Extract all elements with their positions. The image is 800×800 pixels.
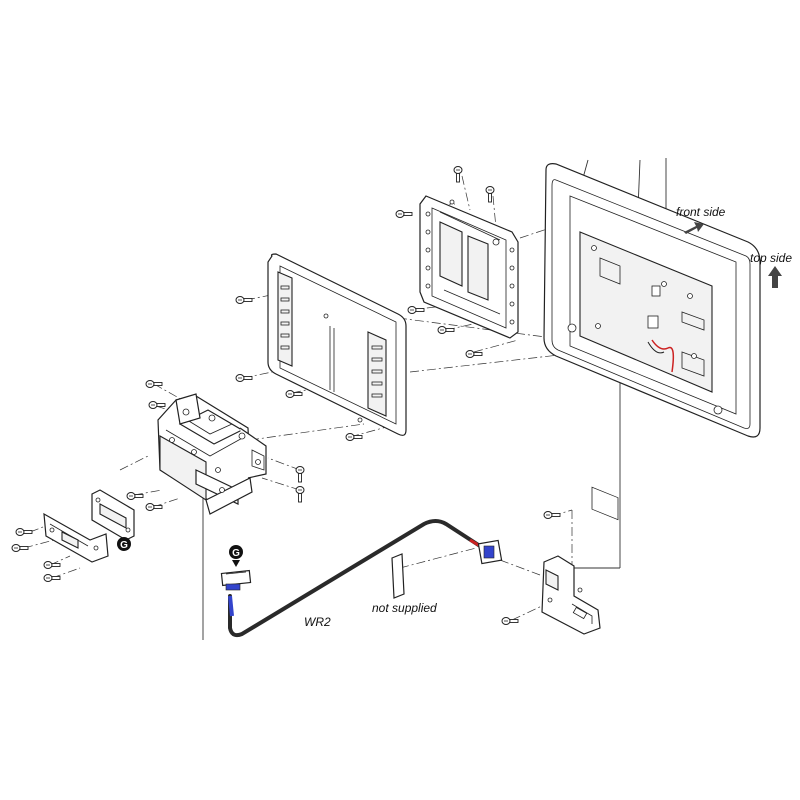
not-supplied-label: not supplied (372, 601, 437, 615)
screw-icon (148, 401, 166, 409)
frame-slots (280, 285, 383, 398)
front-side-label: front side (676, 205, 726, 219)
screw-icon (145, 380, 163, 388)
front-side-arrow-icon (684, 222, 704, 234)
assembly-lines (23, 175, 621, 621)
screw-icon (407, 306, 425, 314)
g-marker-bracket-letter: G (120, 540, 128, 551)
pcb-bracket (541, 555, 601, 635)
screw-icon (235, 374, 253, 382)
cable-connector-right (477, 539, 503, 565)
screw-icon (285, 390, 303, 398)
cable-connector-left (220, 569, 252, 591)
screw-icon (501, 617, 519, 625)
screw-icon (295, 466, 305, 483)
bracket-holes (425, 199, 515, 325)
not-supplied-part (391, 553, 405, 599)
screw-icon (465, 350, 483, 358)
top-side-arrow-icon (768, 266, 782, 288)
screw-icon (145, 503, 163, 511)
screw-icon (437, 326, 455, 334)
g-marker-cable-letter: G (232, 548, 240, 559)
screw-icon (453, 166, 463, 183)
screw-icon (43, 574, 61, 582)
plate-bracket (43, 512, 109, 563)
wr2-cable (220, 519, 503, 638)
screws (11, 166, 561, 625)
top-side-label: top side (750, 251, 792, 265)
screw-icon (395, 210, 413, 218)
screw-icon (345, 433, 363, 441)
mount-bracket (419, 195, 519, 339)
wr2-cable-label: WR2 (304, 615, 331, 629)
main-chassis (157, 393, 267, 515)
screw-icon (543, 511, 561, 519)
g-marker-bracket: G (117, 537, 131, 551)
screw-icon (15, 528, 33, 536)
g-marker-cable: G (229, 545, 243, 567)
lcd-panel (543, 163, 761, 521)
screw-icon (485, 186, 495, 203)
screw-icon (11, 544, 29, 552)
screw-icon (235, 296, 253, 304)
connector-bracket (91, 489, 135, 541)
screw-icon (126, 492, 144, 500)
screw-icon (43, 561, 61, 569)
screw-icon (295, 486, 305, 503)
rear-frame (267, 253, 407, 436)
